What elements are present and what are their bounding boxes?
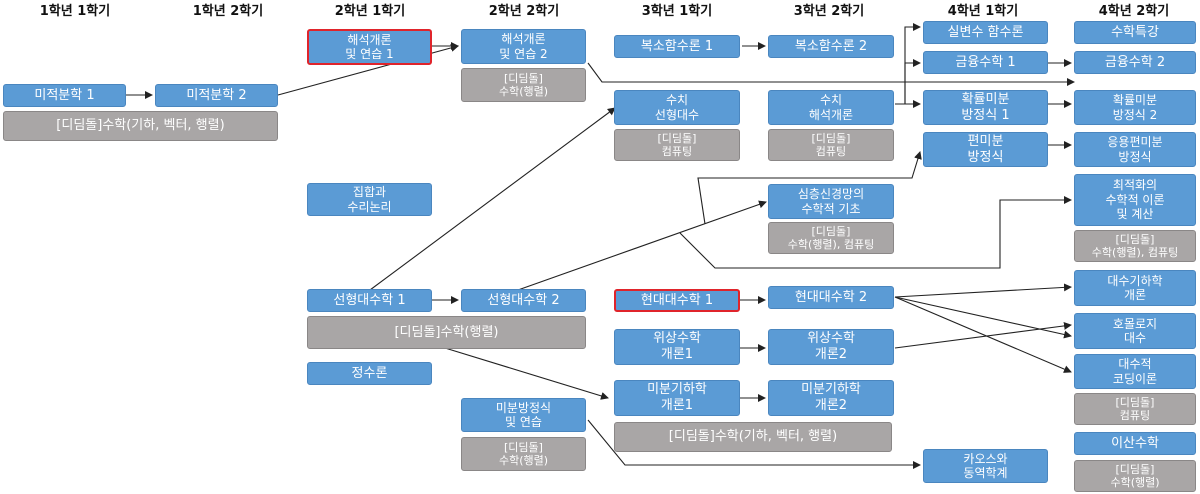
- course-numerical-linear-algebra[interactable]: 수치 선형대수: [614, 90, 740, 125]
- arrow-alg2-ag: [894, 283, 1072, 298]
- stepping-stone-matrix[interactable]: [디딤돌]수학(행렬): [307, 316, 586, 349]
- course-modern-algebra-1[interactable]: 현대대수학 1: [614, 289, 740, 312]
- course-analysis-1[interactable]: 해석개론 및 연습 1: [307, 29, 432, 65]
- course-algebraic-geometry[interactable]: 대수기하학 개론: [1074, 270, 1196, 306]
- course-financial-math-2[interactable]: 금융수학 2: [1074, 51, 1196, 74]
- course-pde[interactable]: 편미분 방정식: [923, 132, 1048, 167]
- semester-label: 1학년 2학기: [192, 4, 264, 19]
- course-financial-math-1[interactable]: 금융수학 1: [923, 51, 1048, 74]
- arrow-alg2-homo: [894, 296, 1072, 339]
- course-complex-analysis-1[interactable]: 복소함수론 1: [614, 35, 740, 58]
- stepping-stone-matrix[interactable]: [디딤돌] 수학(행렬): [461, 437, 586, 471]
- course-discrete-math[interactable]: 이산수학: [1074, 432, 1196, 455]
- semester-label: 2학년 2학기: [488, 4, 560, 19]
- course-deep-learning-math[interactable]: 심층신경망의 수학적 기초: [768, 184, 894, 219]
- course-numerical-analysis[interactable]: 수치 해석개론: [768, 90, 894, 125]
- stepping-stone-computing[interactable]: [디딤돌] 컴퓨팅: [768, 129, 894, 161]
- course-complex-analysis-2[interactable]: 복소함수론 2: [768, 35, 894, 58]
- course-number-theory[interactable]: 정수론: [307, 362, 432, 385]
- arrow-to-fin1: [904, 59, 921, 82]
- course-differential-geometry-1[interactable]: 미분기하학 개론1: [614, 380, 740, 416]
- course-stochastic-de-1[interactable]: 확률미분 방정식 1: [923, 90, 1048, 125]
- semester-label: 4학년 1학기: [947, 4, 1019, 19]
- course-linear-algebra-1[interactable]: 선형대수학 1: [307, 289, 432, 312]
- course-stochastic-de-2[interactable]: 확률미분 방정식 2: [1074, 90, 1196, 125]
- course-linear-algebra-2[interactable]: 선형대수학 2: [461, 289, 586, 312]
- arrow-lin2-dl: [517, 200, 767, 291]
- course-optimization[interactable]: 최적화의 수학적 이론 및 계산: [1074, 174, 1196, 226]
- arrow-to-sde1: [904, 82, 921, 108]
- course-analysis-2[interactable]: 해석개론 및 연습 2: [461, 29, 586, 64]
- course-chaos-dynamics[interactable]: 카오스와 동역학계: [923, 449, 1048, 483]
- arrow-top2-homo: [894, 321, 1072, 349]
- course-topology-1[interactable]: 위상수학 개론1: [614, 329, 740, 365]
- arrow-lin-dg1: [444, 347, 609, 400]
- stepping-stone-geometry[interactable]: [디딤돌]수학(기하, 벡터, 행렬): [614, 422, 892, 452]
- stepping-stone-matrix[interactable]: [디딤돌] 수학(행렬): [461, 68, 586, 102]
- stepping-stone-geometry[interactable]: [디딤돌]수학(기하, 벡터, 행렬): [3, 111, 278, 141]
- course-calculus-2[interactable]: 미적분학 2: [155, 84, 278, 107]
- semester-label: 4학년 2학기: [1098, 4, 1170, 19]
- semester-header: 1학년 1학기 1학년 2학기 2학년 1학기 2학년 2학기 3학년 1학기 …: [0, 0, 1200, 24]
- semester-label: 2학년 1학기: [334, 4, 406, 19]
- semester-label: 1학년 1학기: [39, 4, 111, 19]
- stepping-stone-matrix[interactable]: [디딤돌] 수학(행렬): [1074, 460, 1196, 492]
- course-differential-geometry-2[interactable]: 미분기하학 개론2: [768, 380, 894, 416]
- stepping-stone-computing[interactable]: [디딤돌] 컴퓨팅: [1074, 393, 1196, 425]
- course-modern-algebra-2[interactable]: 현대대수학 2: [768, 286, 894, 309]
- course-calculus-1[interactable]: 미적분학 1: [3, 84, 126, 107]
- course-sets-logic[interactable]: 집합과 수리논리: [307, 183, 432, 216]
- course-real-variables[interactable]: 실변수 함수론: [923, 21, 1048, 44]
- semester-label: 3학년 2학기: [793, 4, 865, 19]
- arrow-alg2-code: [894, 296, 1072, 373]
- course-topology-2[interactable]: 위상수학 개론2: [768, 329, 894, 365]
- stepping-stone-computing[interactable]: [디딤돌] 컴퓨팅: [614, 129, 740, 161]
- stepping-stone-matrix-computing[interactable]: [디딤돌] 수학(행렬), 컴퓨팅: [768, 222, 894, 254]
- course-homological-algebra[interactable]: 호몰로지 대수: [1074, 313, 1196, 349]
- course-differential-equations[interactable]: 미분방정식 및 연습: [461, 398, 586, 432]
- course-special-topics[interactable]: 수학특강: [1074, 21, 1196, 44]
- course-applied-pde[interactable]: 응용편미분 방정식: [1074, 132, 1196, 167]
- semester-label: 3학년 1학기: [641, 4, 713, 19]
- arrow-to-realvar: [895, 23, 921, 105]
- stepping-stone-matrix-computing[interactable]: [디딤돌] 수학(행렬), 컴퓨팅: [1074, 230, 1196, 262]
- course-algebraic-coding[interactable]: 대수적 코딩이론: [1074, 354, 1196, 389]
